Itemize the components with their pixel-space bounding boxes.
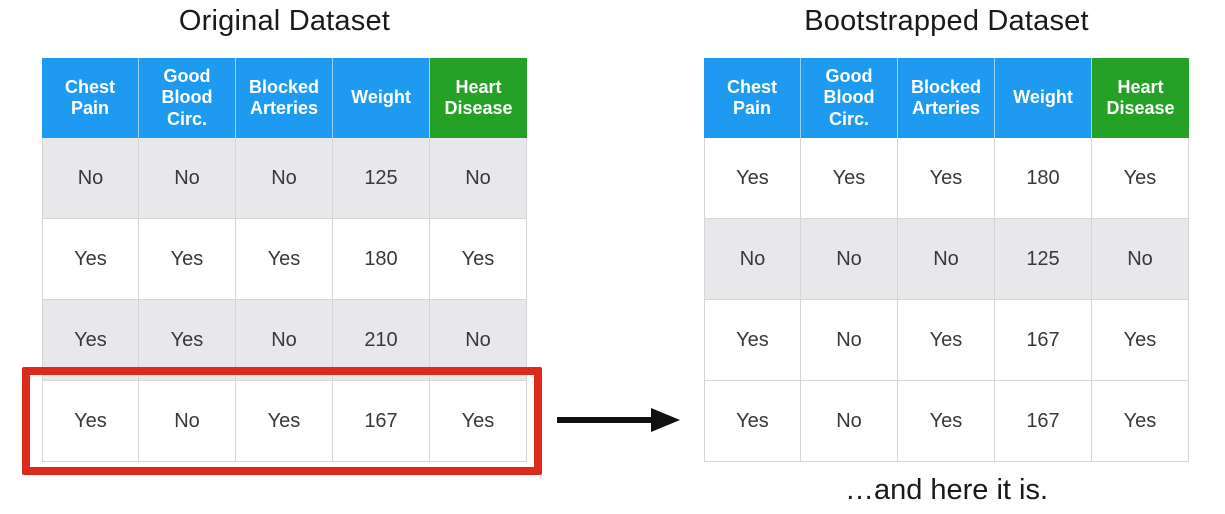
table-cell: No <box>236 300 333 381</box>
table-cell: No <box>1092 219 1189 300</box>
bootstrapped-dataset-title: Bootstrapped Dataset <box>804 5 1089 37</box>
table-cell: Yes <box>898 138 995 219</box>
column-header-good-blood-circ: Good Blood Circ. <box>139 58 236 138</box>
table-cell: No <box>430 138 527 219</box>
table-cell: No <box>42 138 139 219</box>
table-cell: Yes <box>704 381 801 462</box>
table-cell: No <box>236 138 333 219</box>
table-cell: Yes <box>430 219 527 300</box>
column-header-blocked-arteries: Blocked Arteries <box>236 58 333 138</box>
column-header-weight: Weight <box>995 58 1092 138</box>
table-cell: Yes <box>236 219 333 300</box>
column-header-heart-disease: Heart Disease <box>430 58 527 138</box>
table-cell: No <box>801 219 898 300</box>
table-cell: Yes <box>801 138 898 219</box>
column-header-weight: Weight <box>333 58 430 138</box>
table-cell: Yes <box>139 300 236 381</box>
table-cell: Yes <box>898 381 995 462</box>
table-cell: Yes <box>704 300 801 381</box>
table-cell: Yes <box>430 381 527 462</box>
original-dataset-title: Original Dataset <box>178 5 391 37</box>
table-cell: 180 <box>333 219 430 300</box>
table-cell: Yes <box>898 300 995 381</box>
column-header-chest-pain: Chest Pain <box>704 58 801 138</box>
table-cell: No <box>898 219 995 300</box>
column-header-chest-pain: Chest Pain <box>42 58 139 138</box>
table-cell: 125 <box>333 138 430 219</box>
table-cell: 167 <box>995 381 1092 462</box>
table-cell: 167 <box>995 300 1092 381</box>
column-header-blocked-arteries: Blocked Arteries <box>898 58 995 138</box>
caption-text: …and here it is. <box>844 474 1049 506</box>
table-cell: Yes <box>236 381 333 462</box>
table-cell: Yes <box>1092 138 1189 219</box>
table-cell: Yes <box>42 219 139 300</box>
table-cell: No <box>801 381 898 462</box>
table-cell: 210 <box>333 300 430 381</box>
table-cell: 180 <box>995 138 1092 219</box>
column-header-heart-disease: Heart Disease <box>1092 58 1189 138</box>
table-cell: Yes <box>139 219 236 300</box>
column-header-good-blood-circ: Good Blood Circ. <box>801 58 898 138</box>
table-cell: Yes <box>42 300 139 381</box>
table-cell: No <box>430 300 527 381</box>
table-cell: Yes <box>704 138 801 219</box>
table-cell: No <box>801 300 898 381</box>
table-cell: 125 <box>995 219 1092 300</box>
table-cell: Yes <box>1092 381 1189 462</box>
table-cell: No <box>139 138 236 219</box>
arrow-right-icon <box>552 401 682 439</box>
table-cell: No <box>704 219 801 300</box>
table-cell: Yes <box>1092 300 1189 381</box>
table-cell: 167 <box>333 381 430 462</box>
table-cell: No <box>139 381 236 462</box>
table-cell: Yes <box>42 381 139 462</box>
